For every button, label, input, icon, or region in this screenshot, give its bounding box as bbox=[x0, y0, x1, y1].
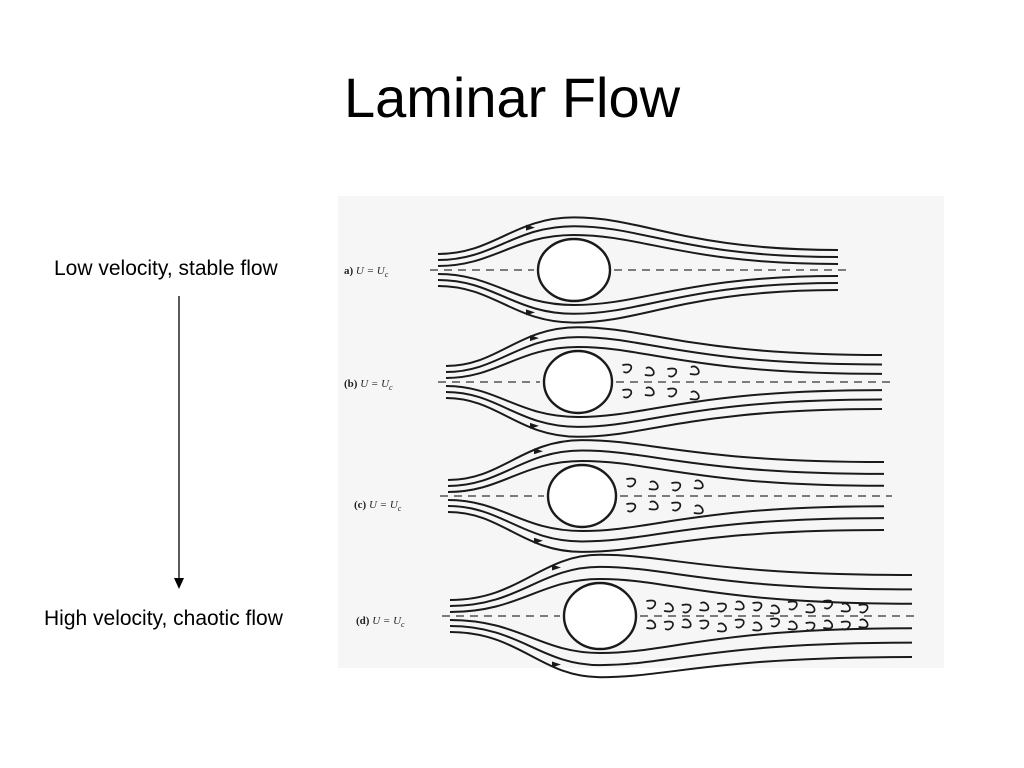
wake-eddy bbox=[671, 481, 682, 492]
streamline bbox=[449, 565, 913, 607]
flow-arrowhead bbox=[526, 309, 535, 316]
streamline bbox=[447, 439, 885, 481]
flow-cases: a) U = Uc (b) U = Uc (c) U = Uc (d) U = Uc bbox=[344, 216, 920, 679]
cylinder bbox=[542, 349, 614, 415]
wake-eddy bbox=[663, 620, 674, 631]
streamline bbox=[447, 449, 885, 487]
wake-eddy bbox=[644, 366, 655, 377]
wake-eddy bbox=[646, 619, 657, 630]
wake-eddy bbox=[693, 504, 704, 515]
cylinder bbox=[536, 237, 612, 303]
wake-eddy bbox=[716, 602, 727, 613]
streamline bbox=[449, 619, 913, 655]
wake-eddy bbox=[626, 502, 637, 513]
wake-eddy bbox=[646, 599, 657, 610]
streamline bbox=[445, 385, 883, 419]
wake-eddy bbox=[858, 618, 869, 629]
flow-case-3: (c) U = Uc bbox=[354, 439, 892, 553]
streamline bbox=[449, 625, 913, 667]
wake-eddy bbox=[626, 477, 637, 488]
case-label: (d) U = Uc bbox=[356, 615, 405, 629]
wake-eddy bbox=[689, 365, 700, 376]
wake-eddy bbox=[787, 600, 798, 611]
wake-eddy bbox=[663, 602, 674, 613]
flow-arrowhead bbox=[534, 448, 543, 455]
wake-eddy bbox=[769, 617, 781, 628]
wake-eddy bbox=[681, 618, 692, 629]
cylinder bbox=[562, 581, 638, 651]
flow-arrowhead bbox=[530, 422, 539, 429]
streamline bbox=[437, 285, 839, 324]
streamline bbox=[449, 631, 913, 679]
streamline bbox=[437, 273, 839, 307]
figure-background bbox=[338, 196, 944, 668]
wake-eddy bbox=[648, 480, 659, 491]
wake-eddy bbox=[752, 601, 763, 612]
streamline bbox=[437, 233, 839, 267]
wake-eddy bbox=[622, 363, 633, 374]
wake-eddy bbox=[648, 500, 659, 511]
high-velocity-label: High velocity, chaotic flow bbox=[44, 607, 283, 630]
flow-arrowhead bbox=[530, 335, 539, 342]
low-velocity-label: Low velocity, stable flow bbox=[54, 257, 278, 280]
flow-arrowhead bbox=[552, 661, 561, 668]
streamline bbox=[449, 577, 913, 613]
flow-case-4: (d) U = Uc bbox=[356, 553, 920, 679]
wake-eddy bbox=[840, 620, 851, 631]
wake-eddy bbox=[840, 602, 851, 613]
wake-eddy bbox=[823, 619, 834, 630]
wake-eddy bbox=[787, 620, 798, 631]
wake-eddy bbox=[667, 367, 678, 378]
streamline bbox=[445, 391, 883, 428]
streamline bbox=[445, 345, 883, 379]
flow-arrowhead bbox=[534, 537, 543, 544]
down-arrow-icon bbox=[174, 296, 184, 589]
flow-arrowhead bbox=[526, 224, 535, 231]
wake-eddy bbox=[699, 619, 710, 630]
streamline bbox=[437, 216, 839, 255]
streamline bbox=[447, 511, 885, 553]
wake-eddy bbox=[681, 603, 692, 614]
wake-eddy bbox=[644, 386, 655, 397]
wake-eddy bbox=[805, 621, 816, 632]
streamline bbox=[437, 225, 839, 261]
flow-case-2: (b) U = Uc bbox=[344, 326, 890, 438]
cylinder bbox=[546, 463, 618, 529]
wake-eddy bbox=[734, 600, 745, 611]
wake-eddy bbox=[716, 622, 727, 633]
case-label: (b) U = Uc bbox=[344, 378, 393, 392]
arrow-head bbox=[174, 578, 184, 589]
wake-eddy bbox=[734, 618, 745, 629]
wake-eddy bbox=[689, 390, 700, 401]
streamline bbox=[447, 505, 885, 543]
case-label: (c) U = Uc bbox=[354, 499, 402, 513]
streamline bbox=[445, 397, 883, 438]
wake-eddy bbox=[769, 604, 781, 615]
streamline bbox=[445, 336, 883, 373]
wake-eddy bbox=[805, 603, 816, 614]
slide-title: Laminar Flow bbox=[343, 66, 681, 129]
streamline bbox=[445, 326, 883, 367]
wake-eddy bbox=[667, 387, 678, 398]
streamline bbox=[447, 459, 885, 493]
streamline bbox=[447, 499, 885, 533]
wake-eddy bbox=[752, 621, 763, 632]
wake-eddy bbox=[622, 388, 633, 399]
wake-eddy bbox=[823, 599, 834, 610]
flow-arrowhead bbox=[552, 564, 561, 571]
streamline bbox=[449, 553, 913, 601]
flow-past-cylinder-figure: a) U = Uc (b) U = Uc (c) U = Uc (d) U = Uc bbox=[338, 196, 944, 679]
streamline bbox=[437, 279, 839, 315]
wake-eddy bbox=[671, 501, 682, 512]
wake-eddy bbox=[693, 479, 704, 490]
case-label: a) U = Uc bbox=[344, 265, 389, 279]
flow-case-1: a) U = Uc bbox=[344, 216, 846, 324]
wake-eddy bbox=[858, 603, 869, 614]
wake-eddy bbox=[699, 601, 710, 612]
